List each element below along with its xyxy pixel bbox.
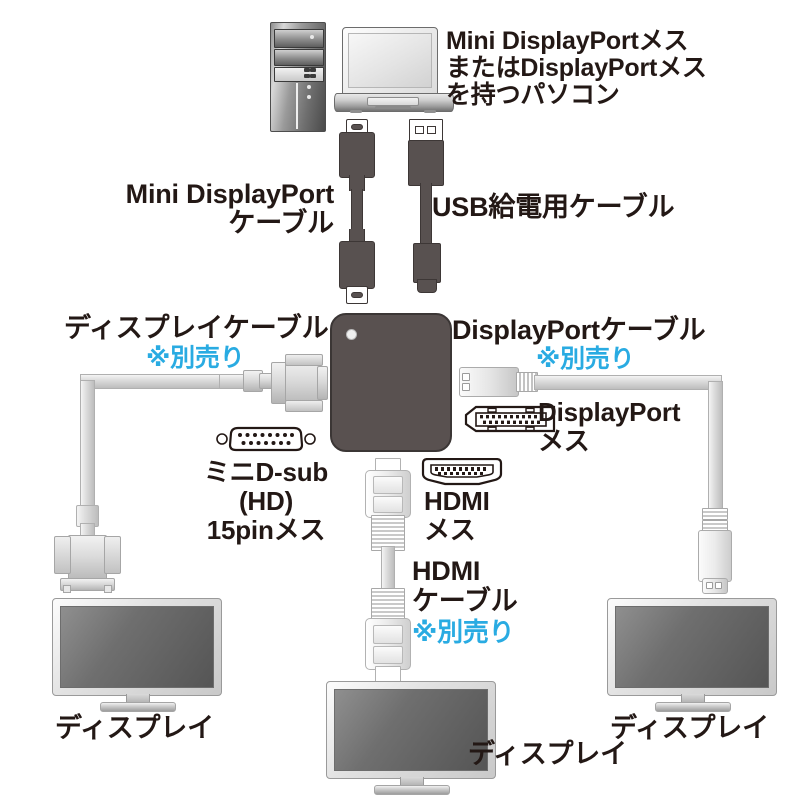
usb-power-cable-label: USB給電用ケーブル	[432, 192, 675, 222]
vga-plug-at-adapter	[219, 354, 328, 412]
displayport-female-label: DisplayPort メス	[538, 397, 681, 457]
vga-female-label: ミニD-sub (HD) 15pinメス	[203, 457, 329, 546]
hdmi-female-label: HDMI メス	[424, 486, 490, 546]
hdmi-cable-label: HDMI ケーブル	[412, 556, 518, 617]
display-cable-label: ディスプレイケーブル	[64, 313, 329, 343]
display-left	[52, 598, 222, 713]
laptop-pc	[334, 27, 454, 119]
hdmi-cable	[357, 458, 417, 686]
displayport-cable-note: ※別売り	[536, 345, 635, 373]
hdmi-cable-note: ※別売り	[412, 617, 515, 647]
mini-d-sub-15pin-female-port-icon	[214, 424, 318, 454]
display-center-label: ディスプレイ	[468, 739, 627, 769]
display-left-label: ディスプレイ	[55, 713, 214, 743]
desktop-pc-tower	[270, 22, 326, 132]
hdmi-female-port-icon	[419, 457, 505, 486]
display-cable-note: ※別売り	[146, 344, 245, 372]
usb-power-cable	[404, 119, 444, 305]
display-center	[326, 681, 496, 796]
displayport-female-port-icon	[464, 405, 558, 435]
power-led-indicator	[346, 329, 357, 340]
mini-displayport-cable	[336, 119, 376, 305]
displayport-cable-label: DisplayPortケーブル	[452, 315, 706, 345]
pc-label: Mini DisplayPortメス またはDisplayPortメス を持つパ…	[446, 27, 707, 109]
display-right-label: ディスプレイ	[610, 713, 769, 743]
mini-displayport-cable-label: Mini DisplayPort ケーブル	[125, 179, 335, 239]
display-right	[607, 598, 777, 713]
video-adapter-box	[330, 313, 452, 452]
